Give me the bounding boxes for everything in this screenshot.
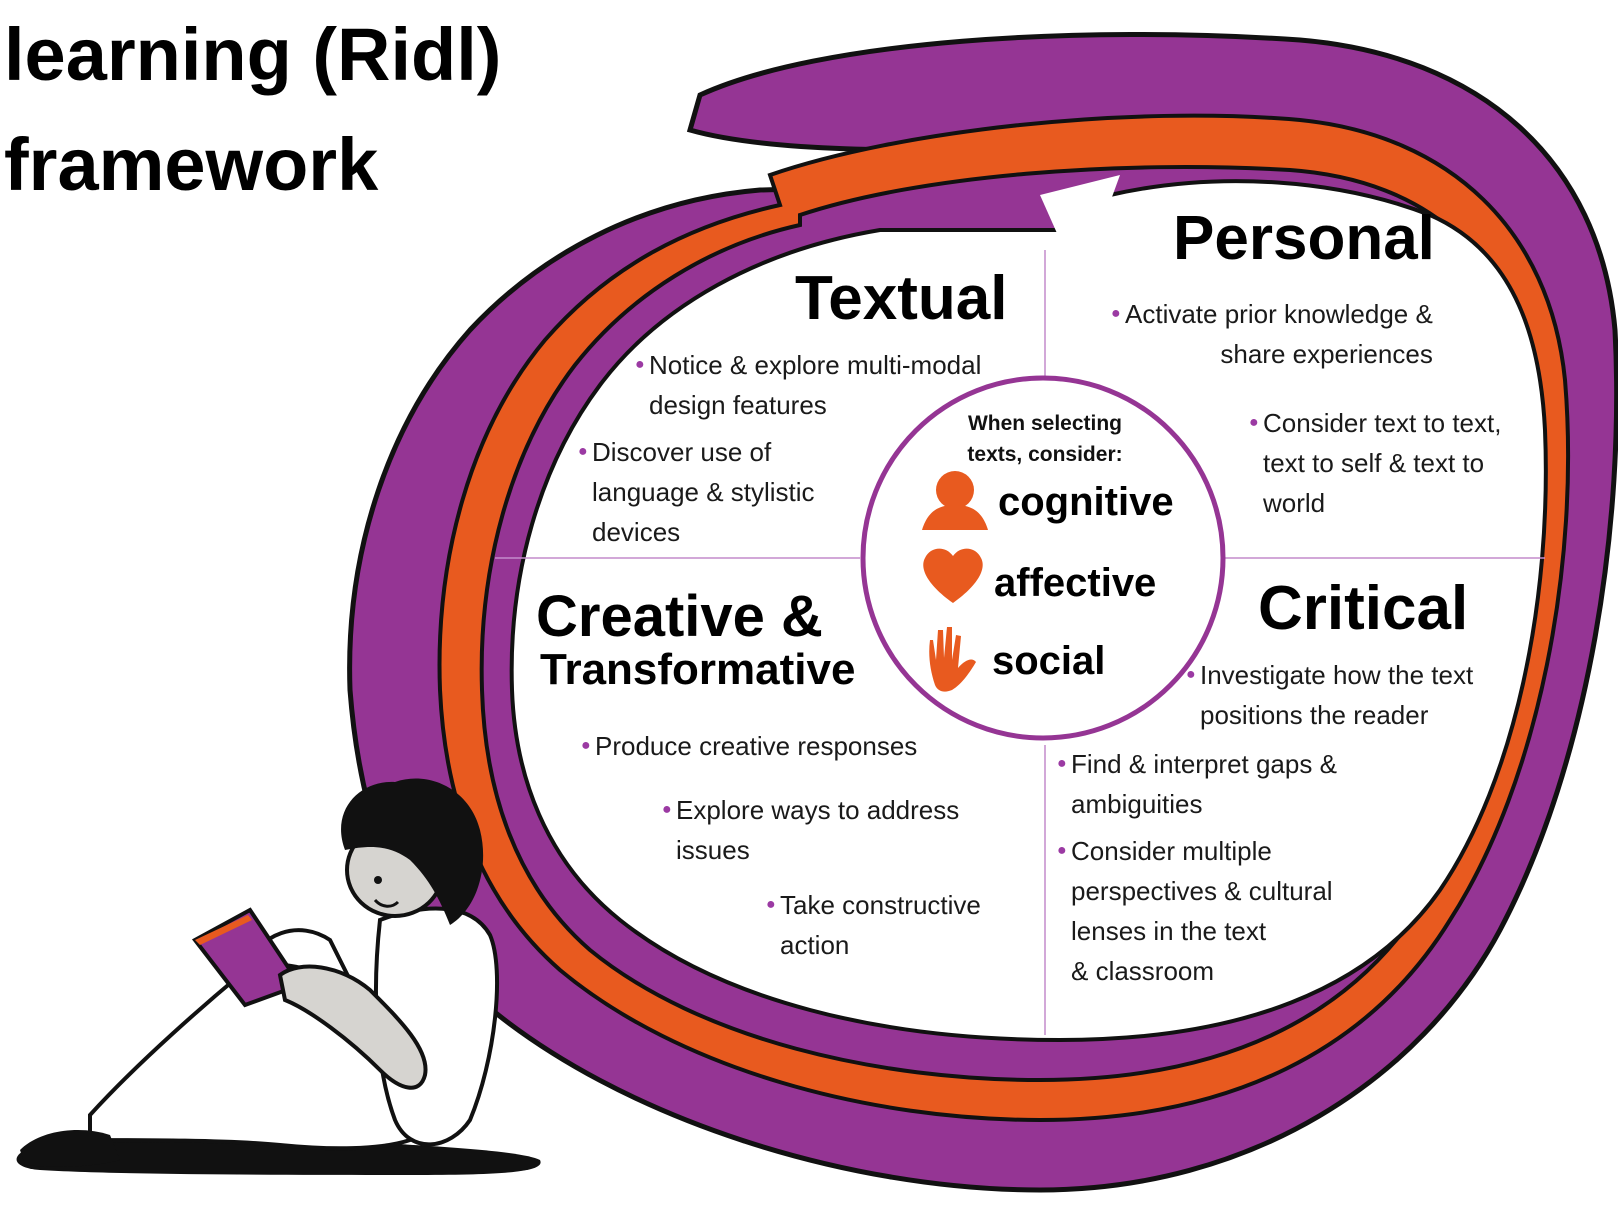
critical-bullet-1-line1: Investigate how the text — [1200, 660, 1474, 690]
creative-bullet-1: ● Produce creative responses — [581, 726, 918, 766]
personal-bullet-2-line1: Consider text to text, — [1263, 408, 1502, 438]
bullet-dot: ● — [1186, 666, 1196, 683]
bullet-dot: ● — [662, 801, 672, 818]
hand-icon — [929, 627, 976, 692]
creative-heading-line1: Creative & — [536, 584, 823, 649]
center-heading-line1: When selecting — [967, 412, 1123, 435]
critical-bullet-1-line2: positions the reader — [1200, 700, 1429, 730]
textual-bullet-2-line1: Discover use of — [592, 437, 772, 467]
heart-icon — [923, 548, 983, 603]
critical-bullet-2: ● Find & interpret gaps & ambiguities — [1057, 744, 1337, 824]
diagram-title-line2: framework — [4, 123, 379, 206]
critical-bullet-3: ● Consider multiple perspectives & cultu… — [1057, 831, 1333, 991]
dimension-social: social — [992, 639, 1106, 683]
critical-bullet-3-line3: lenses in the text — [1071, 916, 1267, 946]
personal-bullet-2: ● Consider text to text, text to self & … — [1249, 403, 1502, 523]
book-spine — [195, 915, 252, 945]
bullet-dot: ● — [1111, 305, 1121, 322]
bullet-dot: ● — [766, 896, 776, 913]
bullet-dot: ● — [581, 737, 591, 754]
creative-bullet-3-line1: Take constructive — [780, 890, 981, 920]
personal-bullet-1-line1: Activate prior knowledge & — [1125, 299, 1433, 329]
critical-bullet-2-line2: ambiguities — [1071, 789, 1203, 819]
creative-bullet-2: ● Explore ways to address issues — [662, 790, 960, 870]
diagram-title-line1: learning (Ridl) — [4, 13, 502, 96]
textual-heading: Textual — [795, 264, 1008, 333]
creative-bullet-2-line1: Explore ways to address — [676, 795, 960, 825]
creative-bullet-2-line2: issues — [676, 835, 750, 865]
critical-bullet-2-line1: Find & interpret gaps & — [1071, 749, 1337, 779]
textual-bullet-1-line1: Notice & explore multi-modal — [649, 350, 982, 380]
creative-heading-line2: Transformative — [540, 645, 856, 694]
person-eye — [374, 876, 382, 884]
personal-heading: Personal — [1173, 204, 1435, 273]
creative-bullet-1-line1: Produce creative responses — [595, 731, 918, 761]
bullet-dot: ● — [1057, 755, 1067, 772]
center-heading-line2: texts, consider: — [967, 443, 1123, 466]
dimension-cognitive: cognitive — [998, 480, 1174, 524]
critical-bullet-3-line4: & classroom — [1071, 956, 1215, 986]
person-shoe — [20, 1130, 120, 1167]
textual-bullet-2-line3: devices — [592, 517, 681, 547]
personal-bullet-2-line3: world — [1263, 488, 1326, 518]
critical-bullet-3-line1: Consider multiple — [1071, 836, 1272, 866]
person-arm — [277, 964, 428, 1090]
bullet-dot: ● — [1057, 842, 1067, 859]
textual-bullet-2: ● Discover use of language & stylistic d… — [578, 432, 815, 552]
center-circle — [860, 375, 1226, 741]
person-smile — [373, 898, 400, 908]
creative-bullet-3-line2: action — [780, 930, 850, 960]
dimension-affective: affective — [994, 561, 1157, 605]
textual-bullet-2-line2: language & stylistic — [592, 477, 815, 507]
critical-heading: Critical — [1258, 574, 1469, 643]
spiral-arrowhead — [1040, 175, 1120, 240]
critical-bullet-1: ● Investigate how the text positions the… — [1186, 655, 1474, 735]
personal-bullet-2-line2: text to self & text to — [1263, 448, 1485, 478]
personal-bullet-1: ● Activate prior knowledge & share exper… — [1111, 294, 1433, 374]
personal-bullet-1-line2: share experiences — [1220, 339, 1433, 369]
ground-shadow — [16, 1137, 541, 1175]
bullet-dot: ● — [1249, 414, 1259, 431]
bullet-dot: ● — [635, 356, 645, 373]
textual-bullet-1: ● Notice & explore multi-modal design fe… — [635, 345, 982, 425]
creative-bullet-3: ● Take constructive action — [766, 885, 981, 965]
textual-bullet-1-line2: design features — [649, 390, 827, 420]
person-hair — [341, 778, 484, 925]
critical-bullet-3-line2: perspectives & cultural — [1071, 876, 1333, 906]
center-heading: When selecting texts, consider: — [930, 408, 1160, 470]
head-icon — [922, 471, 988, 530]
bullet-dot: ● — [578, 443, 588, 460]
